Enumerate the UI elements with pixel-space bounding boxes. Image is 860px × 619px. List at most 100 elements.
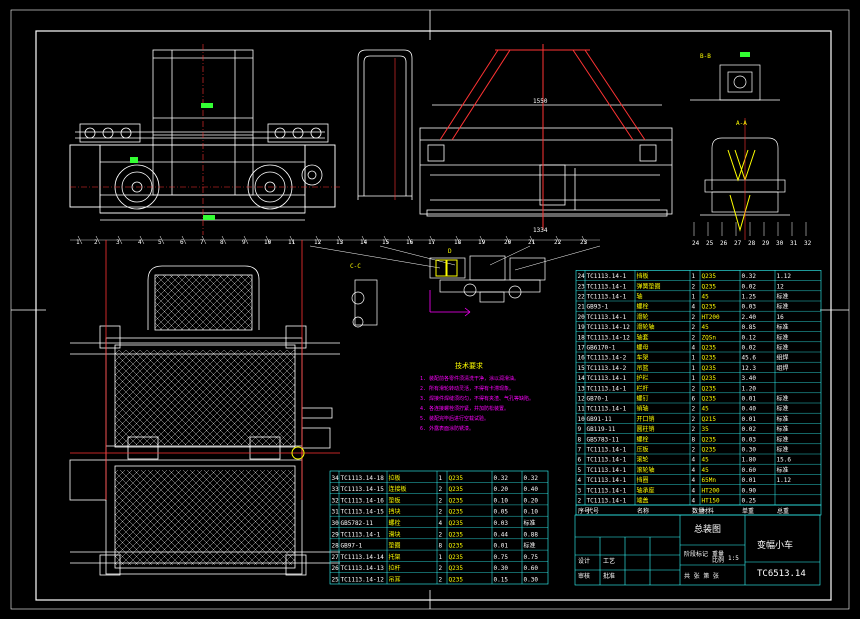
balloon-right-31: 31 xyxy=(790,240,798,247)
balloon-top-7: 7 xyxy=(200,239,204,246)
bom-cell-no: 27 xyxy=(332,554,340,561)
bom-cell-name: 吊耳 xyxy=(389,577,401,584)
label-craft: 工艺 xyxy=(603,557,615,565)
bom-cell-note: 12 xyxy=(777,283,785,290)
bom-cell-name: 滑轮 xyxy=(637,313,649,321)
bom-cell-qty: 2 xyxy=(439,509,443,516)
bom-cell-name: 滚轮轴 xyxy=(637,466,655,474)
bom-cell-qty: 1 xyxy=(692,294,696,301)
bom-cell-w: 0.03 xyxy=(742,436,757,443)
bom-cell-name: 挡圈 xyxy=(637,476,649,484)
bom-cell-code: GB93-1 xyxy=(587,304,609,311)
bom-cell-mat: HT150 xyxy=(702,498,720,505)
balloon-top-8: 8 xyxy=(220,239,224,246)
bom-cell-qty: 2 xyxy=(692,334,696,341)
bom-cell-w: 0.32 xyxy=(742,273,757,280)
bom-cell-qty: 6 xyxy=(692,396,696,403)
bom-cell-note: 组焊 xyxy=(777,364,789,372)
bom-cell-w: 3.40 xyxy=(742,375,757,382)
notes-line-3: 3. 焊接件焊缝须均匀，不得有夹渣、气孔等缺陷。 xyxy=(420,395,534,402)
bom-cell-qty: 2 xyxy=(692,406,696,413)
bom-cell-w: 0.75 xyxy=(494,554,509,561)
notes-line-2: 2. 所有滑轮转动灵活，不得有卡滞现象。 xyxy=(420,385,514,392)
bom-cell-qty: 8 xyxy=(692,436,696,443)
bom-cell-note: 1.12 xyxy=(777,477,792,484)
bom-cell-no: 2 xyxy=(578,498,582,505)
bom-cell-no: 14 xyxy=(578,375,586,382)
bom-cell-note: 0.75 xyxy=(524,554,539,561)
balloon-top-22: 22 xyxy=(554,239,562,246)
bom-cell-code: GB91-11 xyxy=(587,416,613,423)
bom-cell-no: 29 xyxy=(332,531,340,538)
balloon-right-30: 30 xyxy=(776,240,784,247)
bom-cell-name: 车架 xyxy=(637,354,649,362)
bom-cell-name: 垫圈 xyxy=(389,542,401,550)
bom-cell-w: 12.3 xyxy=(742,365,757,372)
bom-cell-w: 0.05 xyxy=(494,509,509,516)
bom-cell-w: 0.03 xyxy=(742,304,757,311)
bom-cell-mat: 45 xyxy=(702,294,710,301)
side-elevation-view xyxy=(357,49,413,200)
bom-header: 单重 xyxy=(742,507,754,515)
bom-cell-code: TC1113.14-2 xyxy=(587,365,627,372)
bom-cell-code: GB97-1 xyxy=(341,543,363,550)
balloon-top-3: 3 xyxy=(116,239,120,246)
bom-header: 数量 xyxy=(692,507,704,515)
bom-cell-mat: Q235 xyxy=(702,345,717,352)
bom-cell-w: 0.20 xyxy=(494,486,509,493)
bom-cell-name: 圆柱销 xyxy=(637,425,655,433)
bom-cell-name: 挡块 xyxy=(389,508,401,516)
bom-cell-note: 标准 xyxy=(777,395,789,403)
bom-cell-qty: 4 xyxy=(692,457,696,464)
balloon-top-13: 13 xyxy=(336,239,344,246)
bom-cell-code: TC1113.14-15 xyxy=(341,486,385,493)
bom-cell-name: 滑块 xyxy=(389,530,401,538)
bom-cell-code: TC1113.14-13 xyxy=(341,565,385,572)
bom-cell-mat: Q235 xyxy=(702,304,717,311)
bom-cell-note: 标准 xyxy=(524,519,536,527)
bom-cell-code: GB5782-11 xyxy=(341,520,374,527)
bom-cell-no: 32 xyxy=(332,497,340,504)
bom-cell-mat: Q235 xyxy=(702,355,717,362)
balloon-top-6: 6 xyxy=(180,239,184,246)
bom-cell-w: 0.02 xyxy=(742,283,757,290)
balloon-top-15: 15 xyxy=(382,239,390,246)
balloon-right-27: 27 xyxy=(734,240,742,247)
section-b-detail xyxy=(690,64,780,101)
bom-cell-mat: Q235 xyxy=(702,436,717,443)
bom-cell-no: 16 xyxy=(578,355,586,362)
bom-cell-code: GB6170-1 xyxy=(587,345,616,352)
bom-cell-name: 销轴 xyxy=(637,405,649,413)
bom-cell-mat: Q235 xyxy=(449,475,464,482)
bom-cell-qty: 4 xyxy=(692,345,696,352)
label-sheet: 共 张 第 张 xyxy=(684,572,719,580)
bom-cell-note: 标准 xyxy=(777,415,789,423)
bom-cell-name: 轴承座 xyxy=(637,486,655,494)
balloon-top-16: 16 xyxy=(406,239,414,246)
bom-cell-note: 标准 xyxy=(777,435,789,443)
bom-cell-name: 拉杆 xyxy=(389,564,401,572)
bom-cell-w: 0.01 xyxy=(742,416,757,423)
bom-cell-qty: 4 xyxy=(692,304,696,311)
bom-cell-code: TC1113.14-12 xyxy=(587,334,631,341)
drawing-name: 总装图 xyxy=(694,523,721,535)
bom-cell-no: 34 xyxy=(332,475,340,482)
bom-cell-name: 轴套 xyxy=(637,333,649,341)
bom-cell-qty: 2 xyxy=(692,426,696,433)
bom-cell-mat: 45 xyxy=(702,457,710,464)
balloon-top-23: 23 xyxy=(580,239,588,246)
bom-cell-mat: HT200 xyxy=(702,314,720,321)
notes-line-1: 1. 装配前各零件须清洗干净，涂以润滑油。 xyxy=(420,375,519,382)
bom-cell-name: 螺母 xyxy=(637,344,649,352)
bom-cell-qty: 2 xyxy=(439,486,443,493)
bom-cell-note: 标准 xyxy=(777,425,789,433)
bom-cell-code: TC1113.14-1 xyxy=(587,487,627,494)
bom-cell-code: TC1113.14-12 xyxy=(341,577,385,584)
bom-cell-code: TC1113.14-16 xyxy=(341,497,385,504)
bom-cell-no: 19 xyxy=(578,324,586,331)
bom-cell-mat: Q235 xyxy=(449,531,464,538)
bom-cell-qty: 4 xyxy=(439,520,443,527)
label-weight: 重量 xyxy=(712,550,724,558)
bom-cell-w: 0.30 xyxy=(494,565,509,572)
